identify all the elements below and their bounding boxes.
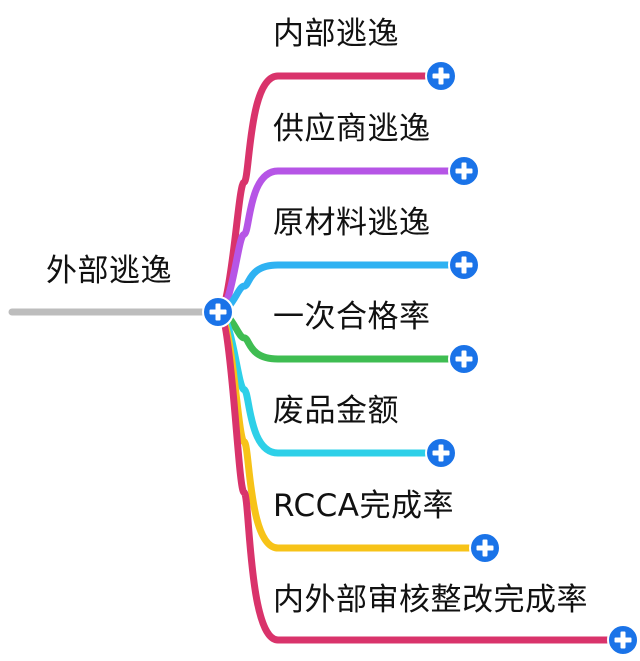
branch-expand-button[interactable] — [424, 436, 458, 470]
branch-expand-button[interactable] — [606, 623, 640, 657]
branch-line — [214, 308, 636, 644]
plus-circle-icon — [202, 296, 234, 328]
plus-circle-icon — [607, 624, 639, 656]
branch-label: 原材料逃逸 — [273, 205, 431, 241]
branch-line — [214, 167, 468, 316]
plus-circle-icon — [425, 437, 457, 469]
branch-expand-button[interactable] — [447, 342, 481, 376]
branch-expand-button[interactable] — [447, 248, 481, 282]
branch-label: 内外部审核整改完成率 — [273, 582, 588, 618]
root-expand-button[interactable] — [201, 295, 235, 329]
branch-label: 一次合格率 — [273, 299, 431, 335]
branch-label: 废品金额 — [273, 393, 399, 429]
root-node-label: 外部逃逸 — [46, 253, 172, 289]
branch-expand-button[interactable] — [447, 154, 481, 188]
branch-label: 供应商逃逸 — [273, 111, 431, 147]
branch-expand-button[interactable] — [468, 531, 502, 565]
branch-lines — [214, 72, 636, 644]
branch-expand-button[interactable] — [424, 59, 458, 93]
branch-label: 内部逃逸 — [273, 16, 399, 52]
plus-circle-icon — [425, 60, 457, 92]
branch-label: RCCA完成率 — [273, 488, 454, 524]
plus-circle-icon — [469, 532, 501, 564]
plus-circle-icon — [448, 249, 480, 281]
plus-circle-icon — [448, 343, 480, 375]
plus-circle-icon — [448, 155, 480, 187]
